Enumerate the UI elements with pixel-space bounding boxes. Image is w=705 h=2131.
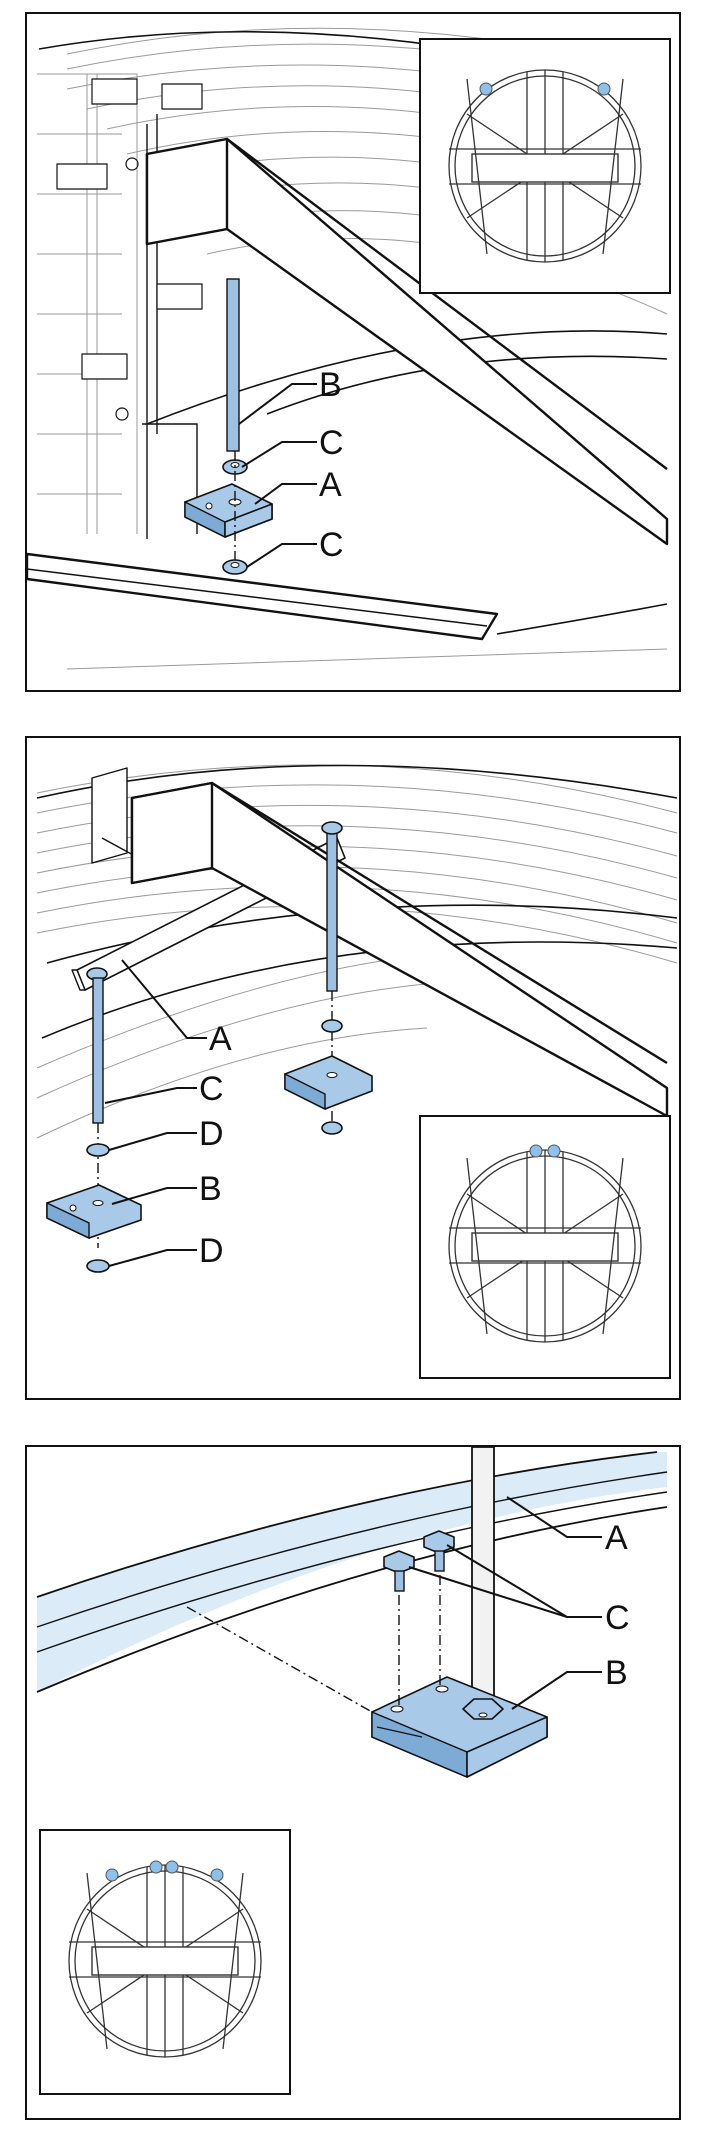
step-1-illustration: B C A C	[27, 27, 671, 670]
frame-structure	[37, 73, 203, 539]
callout-c: C	[605, 1599, 630, 1637]
callout-b: B	[605, 1654, 628, 1692]
hoop-wheel-inset-icon	[448, 1149, 642, 1343]
step-2-illustration: A C D B D	[36, 764, 678, 1379]
floor-beam	[27, 552, 499, 641]
right-assembly	[284, 821, 373, 1135]
step-3-illustration: A C B	[36, 1447, 668, 2095]
position-marker-icon	[479, 82, 493, 96]
callout-c: C	[199, 1070, 224, 1108]
position-marker-icon	[529, 1144, 543, 1158]
callout-a: A	[605, 1519, 628, 1557]
nut-d-upper	[86, 1143, 110, 1157]
nut-d-lower	[86, 1259, 110, 1273]
callout-b: B	[319, 366, 342, 404]
inset-hoop-view	[39, 1829, 291, 2095]
threaded-rod-c	[92, 977, 104, 1124]
clamp-block-a	[184, 483, 273, 539]
hoop-wheel-inset-icon	[448, 69, 642, 263]
position-marker-icon	[597, 82, 611, 96]
hoop-wheel-inset-icon	[68, 1864, 262, 2058]
step-3-panel: A C B	[25, 1445, 681, 2120]
curved-rail-a	[36, 1451, 668, 1693]
inset-hoop-view	[419, 1115, 671, 1379]
step-2-panel: A C D B D	[25, 736, 681, 1400]
callout-d-upper: D	[199, 1115, 224, 1153]
position-marker-icon	[149, 1860, 163, 1874]
position-marker-icon	[105, 1868, 119, 1882]
step-1-panel: B C A C	[25, 12, 681, 692]
clamp-block-b	[46, 1184, 142, 1240]
box-beam	[130, 781, 669, 1118]
threaded-rod-b	[226, 278, 240, 452]
bolt-c-left	[383, 1550, 415, 1592]
callout-b: B	[199, 1170, 222, 1208]
clamp-block-b	[371, 1676, 548, 1779]
nut-c-lower	[222, 559, 248, 575]
callout-d-lower: D	[199, 1232, 224, 1270]
position-marker-icon	[547, 1144, 561, 1158]
position-marker-icon	[210, 1868, 224, 1882]
left-assembly	[46, 967, 142, 1273]
box-beam	[145, 137, 669, 546]
callout-c-lower: C	[319, 526, 344, 564]
callout-a: A	[319, 466, 342, 504]
position-marker-icon	[165, 1860, 179, 1874]
bolt-c-right	[423, 1530, 455, 1572]
callout-a: A	[209, 1020, 232, 1058]
vertical-pole	[471, 1447, 495, 1718]
inset-hoop-view	[419, 38, 671, 294]
callout-c-upper: C	[319, 424, 344, 462]
